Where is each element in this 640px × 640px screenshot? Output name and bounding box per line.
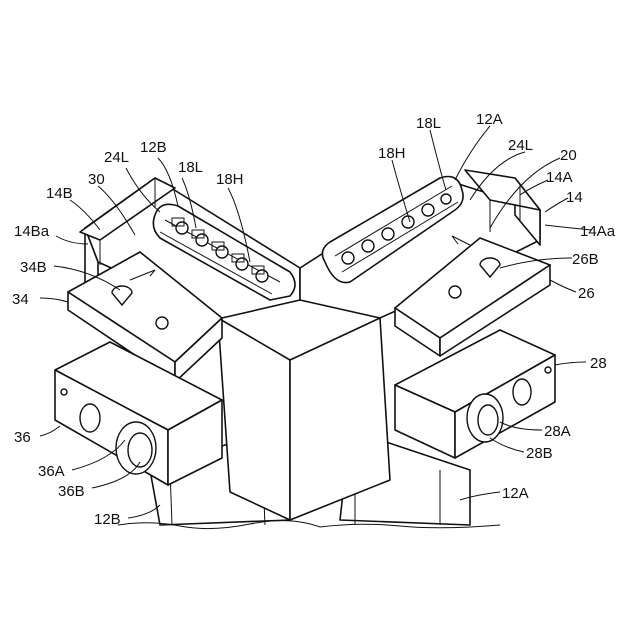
label-14A: 14A (546, 169, 573, 186)
label-14: 14 (566, 189, 583, 206)
label-24L-left: 24L (104, 149, 129, 166)
center-body (218, 318, 390, 520)
label-24L-right: 24L (508, 137, 533, 154)
right-port-block-28 (395, 330, 555, 458)
label-28B: 28B (526, 445, 553, 462)
ground-break-right (320, 524, 500, 528)
label-26B: 26B (572, 251, 599, 268)
label-36: 36 (14, 429, 31, 446)
label-12A-bottom: 12A (502, 485, 529, 502)
label-26: 26 (578, 285, 595, 302)
label-14Aa: 14Aa (580, 223, 616, 240)
label-18L-right: 18L (416, 115, 441, 132)
label-36A: 36A (38, 463, 65, 480)
label-12B-top: 12B (140, 139, 167, 156)
label-28: 28 (590, 355, 607, 372)
label-30: 30 (88, 171, 105, 188)
label-12B-bottom: 12B (94, 511, 121, 528)
label-18H-right: 18H (378, 145, 406, 162)
label-20: 20 (560, 147, 577, 164)
label-34: 34 (12, 291, 29, 308)
label-18L-left: 18L (178, 159, 203, 176)
label-18H-left: 18H (216, 171, 244, 188)
label-36B: 36B (58, 483, 85, 500)
label-34B: 34B (20, 259, 47, 276)
label-14B: 14B (46, 185, 73, 202)
label-28A: 28A (544, 423, 571, 440)
label-14Ba: 14Ba (14, 223, 50, 240)
label-12A-top: 12A (476, 111, 503, 128)
